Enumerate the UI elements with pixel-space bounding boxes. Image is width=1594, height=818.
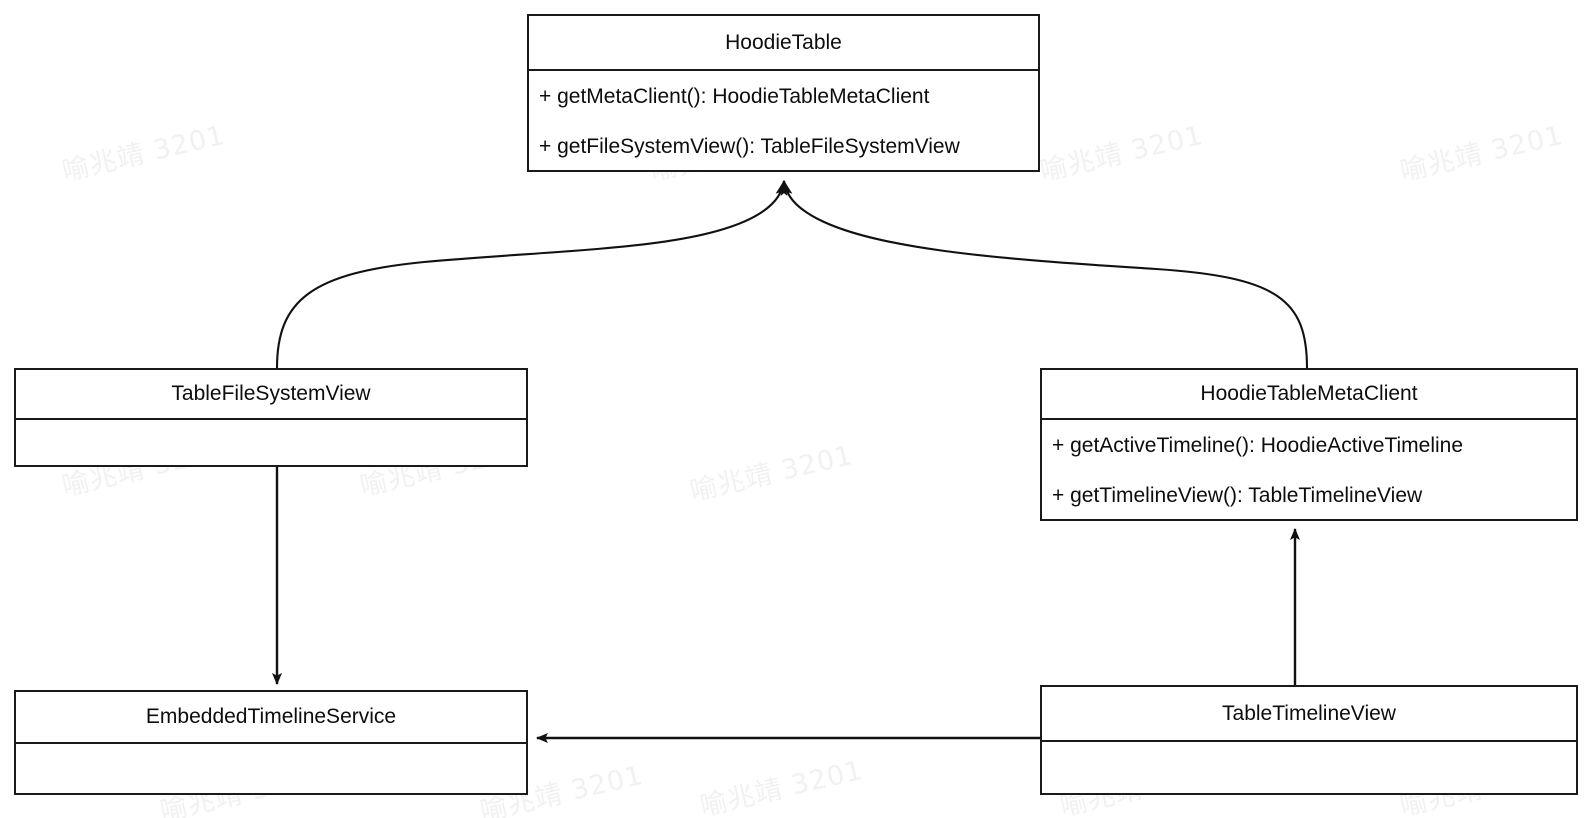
class-name-hoodie-table: HoodieTable — [725, 30, 842, 54]
class-empty-compartment — [1042, 740, 1576, 793]
watermark-text: 喻兆靖 3201 — [59, 119, 229, 188]
class-empty-compartment — [16, 742, 526, 793]
class-name-table-file-system-view: TableFileSystemView — [171, 382, 371, 405]
class-member-row: + getFileSystemView(): TableFileSystemVi… — [539, 135, 960, 158]
class-name-hoodie-table-meta-client: HoodieTableMetaClient — [1200, 382, 1418, 405]
class-box-hoodie-table[interactable]: HoodieTable + getMetaClient(): HoodieTab… — [527, 14, 1040, 172]
watermark-text: 喻兆靖 3201 — [697, 754, 867, 818]
class-box-embedded-timeline-service[interactable]: EmbeddedTimelineService — [14, 690, 528, 795]
relationship-fsview-to-hoodietable — [275, 180, 788, 369]
watermark-text: 喻兆靖 3201 — [687, 439, 857, 508]
class-box-table-file-system-view[interactable]: TableFileSystemView — [14, 368, 528, 467]
class-box-hoodie-table-meta-client[interactable]: HoodieTableMetaClient + getActiveTimelin… — [1040, 368, 1578, 521]
class-name-table-timeline-view: TableTimelineView — [1222, 701, 1396, 725]
class-member-row: + getActiveTimeline(): HoodieActiveTimel… — [1052, 433, 1464, 457]
relationship-metaclient-to-hoodietable — [780, 180, 1309, 369]
class-member-row: + getMetaClient(): HoodieTableMetaClient — [539, 84, 930, 108]
watermark-text: 喻兆靖 3201 — [1397, 119, 1567, 188]
watermark-text: 喻兆靖 3201 — [1037, 119, 1207, 188]
class-member-row: + getTimelineView(): TableTimelineView — [1052, 484, 1423, 507]
class-empty-compartment — [16, 418, 526, 465]
class-box-table-timeline-view[interactable]: TableTimelineView — [1040, 685, 1578, 795]
class-name-embedded-timeline-service: EmbeddedTimelineService — [145, 705, 397, 728]
